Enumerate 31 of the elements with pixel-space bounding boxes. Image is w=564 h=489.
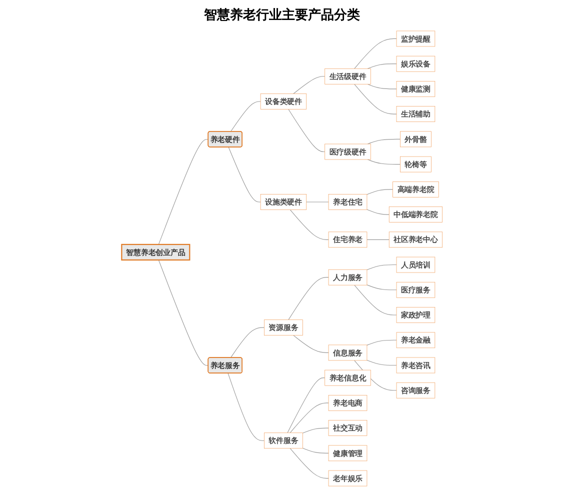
connector	[290, 402, 329, 434]
connector	[293, 76, 326, 94]
connector	[158, 139, 209, 245]
connector	[287, 378, 326, 434]
diagram-title: 智慧养老行业主要产品分类	[204, 6, 360, 24]
connector	[367, 84, 397, 90]
connector	[366, 360, 397, 366]
connector	[366, 284, 397, 290]
connector	[228, 146, 261, 202]
connector	[302, 428, 329, 434]
connector	[366, 189, 394, 195]
connector	[367, 159, 400, 165]
connector	[302, 448, 329, 454]
connector	[354, 38, 397, 69]
connector	[228, 372, 265, 441]
connector	[158, 260, 209, 366]
connector	[367, 64, 397, 69]
connector	[366, 209, 390, 215]
connector	[288, 277, 329, 320]
connector	[367, 138, 400, 144]
connector	[290, 448, 329, 479]
connector	[293, 335, 329, 353]
connector	[288, 108, 326, 152]
connector	[354, 84, 397, 114]
connector	[366, 264, 397, 270]
connector	[366, 239, 390, 240]
connector	[354, 284, 397, 316]
connector	[290, 209, 329, 240]
connector	[366, 340, 397, 346]
connector	[230, 101, 261, 132]
connector	[230, 327, 265, 358]
